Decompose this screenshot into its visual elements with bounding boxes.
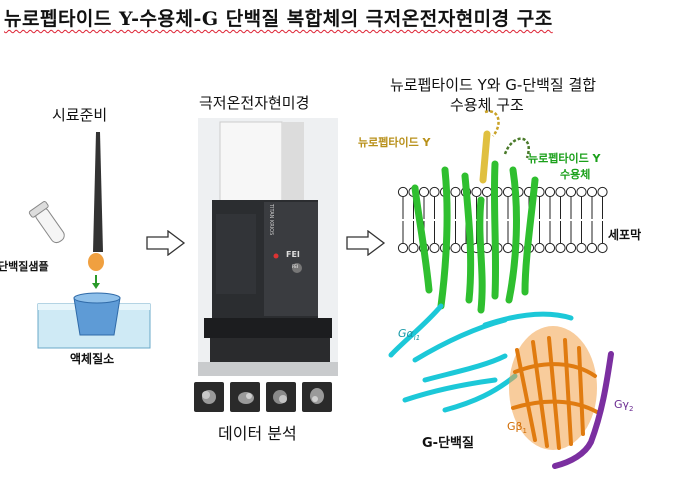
micrograph-thumbnail: [230, 382, 260, 412]
micrograph-strip: [194, 382, 332, 412]
sample-prep-heading: 시료준비: [52, 106, 108, 124]
lipid-head: [576, 186, 587, 198]
structure-heading-line1: 뉴로펩타이드 Y와 G-단백질 결합: [390, 76, 597, 94]
micrograph-thumbnail: [266, 382, 296, 412]
g-gamma-subunit: [552, 351, 614, 469]
npy-helix: [479, 130, 491, 184]
pipette-tip-icon: [93, 132, 103, 252]
lipid-head: [471, 186, 482, 198]
lipid-head: [565, 186, 577, 198]
micrograph-thumbnail: [194, 382, 224, 412]
sample-prep-illustration: [28, 132, 151, 349]
fei-badge: FEI: [292, 264, 299, 269]
lipid-head: [555, 242, 566, 254]
lipid-head: [586, 186, 598, 198]
lipid-head: [534, 242, 545, 254]
right-arrow-icon: [346, 230, 386, 256]
lipid-head: [565, 242, 577, 254]
lipid-head: [408, 242, 419, 254]
lipid-head: [397, 242, 409, 254]
npy-loop: [484, 110, 500, 137]
lipid-head: [418, 186, 430, 198]
lipid-head: [429, 242, 440, 254]
lipid-head: [555, 186, 566, 198]
liquid-nitrogen-label: 액체질소: [70, 352, 115, 366]
micrograph-thumbnail: [302, 382, 332, 412]
protein-structure-model: [388, 110, 614, 469]
microscope-heading: 극저온전자현미경: [199, 94, 310, 112]
g-beta-subunit: [509, 326, 599, 450]
lipid-head: [586, 242, 598, 254]
fei-logo: FEI: [286, 250, 300, 259]
g-alpha-subunit: [388, 303, 574, 413]
g-protein-label: G-단백질: [422, 436, 474, 451]
cell-membrane: [397, 186, 608, 254]
structure-heading-line2: 수용체 구조: [450, 96, 524, 114]
down-arrow-icon: [92, 283, 100, 289]
npy-label: 뉴로펩타이드 Y: [358, 136, 431, 149]
g-gamma-label: Gγ2: [614, 398, 634, 414]
microscope-photo: TITAN KRIOS FEI FEI: [198, 118, 338, 376]
page-title: 뉴로펩타이드 Y-수용체-G 단백질 복합체의 극저온전자현미경 구조: [4, 8, 553, 30]
lipid-head: [397, 186, 409, 198]
sample-tube-icon: [28, 201, 65, 244]
microscope-brand-text: TITAN KRIOS: [268, 204, 274, 236]
lipid-head: [481, 186, 493, 198]
lipid-head: [429, 186, 440, 198]
lipid-head: [597, 242, 608, 254]
receptor-label-line2: 수용체: [560, 168, 591, 181]
lipid-head: [544, 186, 556, 198]
cup-icon: [73, 297, 121, 336]
g-beta-label: Gβ1: [507, 420, 528, 436]
lipid-head: [502, 242, 514, 254]
lipid-head: [450, 242, 461, 254]
lipid-head: [502, 186, 514, 198]
lipid-head: [544, 242, 556, 254]
receptor-helices: [411, 160, 539, 314]
membrane-label: 세포막: [608, 228, 642, 242]
lipid-head: [597, 186, 608, 198]
receptor-label-line1: 뉴로펩타이드 Y: [528, 152, 601, 165]
lipid-head: [450, 186, 461, 198]
protein-sample-label: 단백질샘플: [0, 260, 49, 273]
data-analysis-label: 데이터 분석: [218, 424, 297, 443]
receptor-loop: [503, 137, 530, 159]
g-alpha-label: Gαi1: [398, 327, 421, 343]
lipid-head: [576, 242, 587, 254]
sample-drop-icon: [88, 253, 104, 271]
right-arrow-icon: [146, 230, 186, 256]
